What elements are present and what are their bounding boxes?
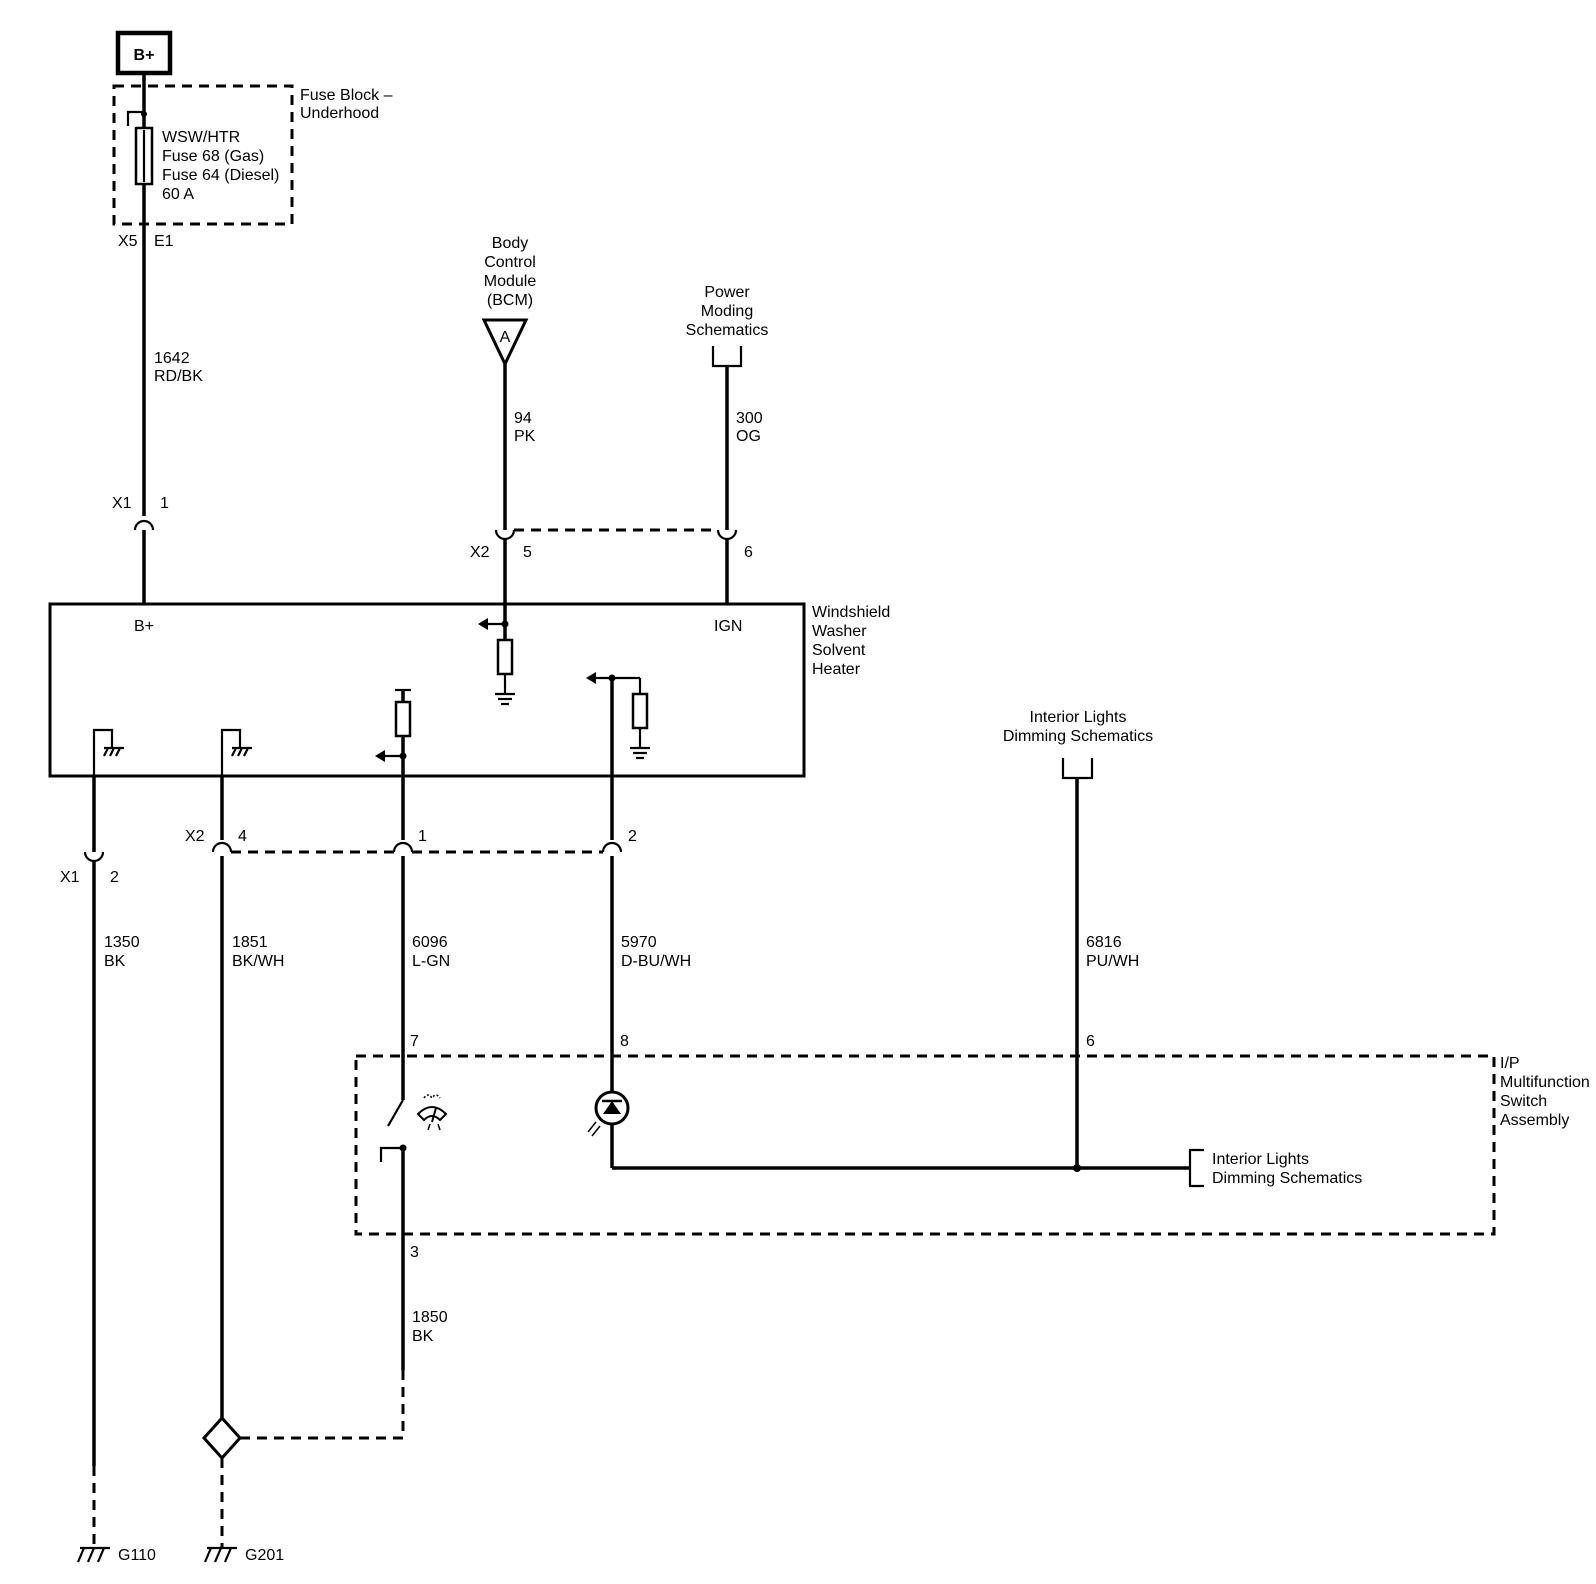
wire-6096-color: L-GN <box>412 953 450 970</box>
fuse-block-title-2: Underhood <box>300 105 379 122</box>
fuse-label-1: WSW/HTR <box>162 129 240 146</box>
interior-top-label-2: Dimming Schematics <box>1003 728 1153 745</box>
x2-top-label: X2 <box>470 544 490 561</box>
x2-bottom-pin4: 4 <box>238 828 247 845</box>
x1-top-pin: 1 <box>160 495 169 512</box>
bcm-label-4: (BCM) <box>487 292 533 309</box>
wire-6816-color: PU/WH <box>1086 953 1139 970</box>
switch-title-1: I/P <box>1500 1055 1520 1072</box>
bcm-symbol: A <box>500 329 511 346</box>
power-moding-label-3: Schematics <box>686 322 769 339</box>
source-label: B+ <box>134 47 155 64</box>
connector-x2-bottom: X2 4 1 2 <box>185 828 637 880</box>
power-moding-reference: Power Moding Schematics <box>686 284 769 368</box>
switch-pin6: 6 <box>1086 1033 1095 1050</box>
battery-source: B+ <box>115 30 173 76</box>
wire-5970-circuit: 5970 <box>621 934 657 951</box>
wire-1851-circuit: 1851 <box>232 934 268 951</box>
interior-top-label-1: Interior Lights <box>1030 709 1127 726</box>
resistor-icon <box>496 638 514 676</box>
switch-title-3: Switch <box>1500 1093 1547 1110</box>
wire-300-circuit: 300 <box>736 410 763 427</box>
x1-top-label: X1 <box>112 495 132 512</box>
wire-5970-color: D-BU/WH <box>621 953 691 970</box>
bcm-label-3: Module <box>484 273 537 290</box>
x1-bottom-label: X1 <box>60 869 80 886</box>
fuse-pin-label: E1 <box>154 233 174 250</box>
ground-g110: G110 <box>76 1546 156 1564</box>
wire-1850-circuit: 1850 <box>412 1309 448 1326</box>
wire-94-color: PK <box>514 428 536 445</box>
fuse-block-underhood: Fuse Block – Underhood WSW/HTR Fuse 68 (… <box>112 73 393 250</box>
wire-1642-color: RD/BK <box>154 368 203 385</box>
wire-6816-circuit: 6816 <box>1086 934 1122 951</box>
heater-title-2: Washer <box>812 623 867 640</box>
connector-x1-pin1: X1 1 <box>112 495 169 604</box>
wire-1850-color: BK <box>412 1328 434 1345</box>
resistor-icon <box>631 692 649 730</box>
connector-x1-pin2: X1 2 <box>60 851 119 886</box>
interior-right-label-2: Dimming Schematics <box>1212 1170 1362 1187</box>
switch-title-4: Assembly <box>1500 1112 1569 1129</box>
switch-pin3: 3 <box>410 1244 419 1261</box>
indicator-led-icon <box>587 1090 630 1137</box>
power-moding-label-1: Power <box>704 284 750 301</box>
ground-g201: G201 <box>203 1546 284 1564</box>
x2-bottom-pin2: 2 <box>628 828 637 845</box>
bcm-label-1: Body <box>492 235 528 252</box>
wire-1350-color: BK <box>104 953 126 970</box>
ground-g110-label: G110 <box>118 1547 156 1564</box>
washer-switch-icon <box>387 1099 404 1127</box>
windshield-washer-solvent-heater: Windshield Washer Solvent Heater B+ IGN <box>48 602 890 778</box>
power-moding-label-2: Moding <box>701 303 753 320</box>
fuse-block-title-1: Fuse Block – <box>300 87 393 104</box>
interior-lights-reference-top: Interior Lights Dimming Schematics <box>1003 709 1153 780</box>
wire-6096-circuit: 6096 <box>412 934 448 951</box>
heater-title-3: Solvent <box>812 642 866 659</box>
bcm-reference: Body Control Module (BCM) A <box>481 235 537 368</box>
heater-title-4: Heater <box>812 661 861 678</box>
ip-multifunction-switch-assembly: I/P Multifunction Switch Assembly 7 8 6 … <box>354 1033 1590 1261</box>
wire-300-color: OG <box>736 428 761 445</box>
connector-x2-top: X2 5 6 <box>470 516 753 561</box>
switch-pin7: 7 <box>410 1033 419 1050</box>
x2-bottom-pin1: 1 <box>418 828 427 845</box>
resistor-icon <box>394 700 412 738</box>
wire-94-circuit: 94 <box>514 410 532 427</box>
splice-icon <box>201 1415 243 1461</box>
fuse-label-2: Fuse 68 (Gas) <box>162 148 264 165</box>
heater-title-1: Windshield <box>812 604 890 621</box>
wire-1851-color: BK/WH <box>232 953 284 970</box>
fuse-label-4: 60 A <box>162 186 194 203</box>
interior-right-label-1: Interior Lights <box>1212 1151 1309 1168</box>
x2-top-pin6: 6 <box>744 544 753 561</box>
wire-1350-circuit: 1350 <box>104 934 140 951</box>
bcm-triangle-icon <box>481 318 529 368</box>
x2-top-pin5: 5 <box>523 544 532 561</box>
bcm-label-2: Control <box>484 254 536 271</box>
x2-bottom-label: X2 <box>185 828 205 845</box>
x1-bottom-pin: 2 <box>110 869 119 886</box>
switch-pin8: 8 <box>620 1033 629 1050</box>
switch-title-2: Multifunction <box>1500 1074 1590 1091</box>
fuse-connector-label: X5 <box>118 233 138 250</box>
windshield-washer-icon <box>416 1094 448 1131</box>
wire-1642-circuit: 1642 <box>154 350 190 367</box>
heater-pin-bplus: B+ <box>134 618 154 635</box>
fuse-label-3: Fuse 64 (Diesel) <box>162 167 279 184</box>
ground-g201-label: G201 <box>245 1547 284 1564</box>
heater-pin-ign: IGN <box>714 618 742 635</box>
